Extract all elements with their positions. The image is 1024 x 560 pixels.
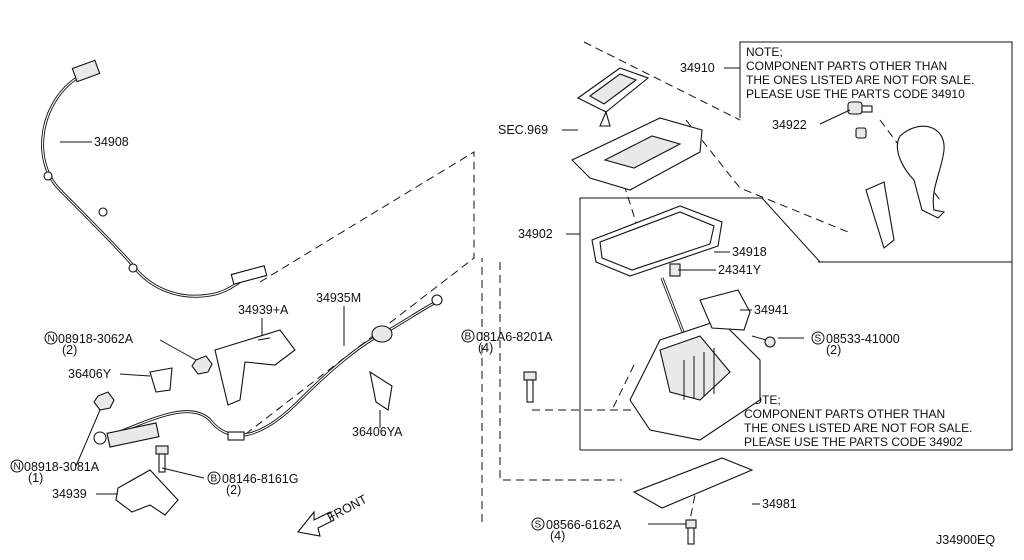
shifter-assembly-34902 (629, 277, 761, 441)
label-08146-8161g: 08146-8161G (222, 472, 298, 486)
marker-n-2: N (14, 462, 21, 473)
bolt-08146-8161g (155, 445, 169, 473)
marker-s-2: S (535, 520, 542, 531)
label-34939: 34939 (52, 487, 87, 501)
diagram-code: J34900EQ (936, 533, 995, 547)
label-34918: 34918 (732, 245, 767, 259)
leader-lines (60, 67, 851, 525)
front-arrow: FRONT (296, 492, 370, 537)
note-bottom-line-2: COMPONENT PARTS OTHER THAN (744, 407, 945, 421)
marker-s: S (815, 334, 822, 345)
qty-08566-6162a: (4) (550, 529, 565, 543)
callout-08566-6162a: S 08566-6162A (4) (531, 517, 622, 543)
marker-n: N (48, 334, 55, 345)
qty-08918-3081a: (1) (28, 471, 43, 485)
knob-34922 (847, 101, 873, 139)
nut-08918-3081a (93, 391, 115, 411)
callout-08533-41000: S 08533-41000 (2) (811, 331, 900, 357)
bolt-081a6-8201a (523, 371, 537, 403)
qty-08533-41000: (2) (826, 343, 841, 357)
label-34922: 34922 (772, 118, 807, 132)
marker-b: B (465, 332, 472, 343)
console-finisher-sec969 (571, 117, 703, 191)
label-34941: 34941 (754, 303, 789, 317)
label-34908: 34908 (94, 135, 129, 149)
callout-08146-8161g: B 08146-8161G (2) (207, 471, 298, 497)
note-bottom-line-4: PLEASE USE THE PARTS CODE 34902 (744, 435, 963, 449)
label-08918-3062a: 08918-3062A (58, 332, 134, 346)
note-top-line-2: COMPONENT PARTS OTHER THAN (746, 59, 947, 73)
label-34902: 34902 (518, 227, 553, 241)
callout-081a6-8201a: B 081A6-8201A (4) (461, 329, 553, 355)
clip-36406ya (369, 370, 393, 411)
knob-cover-sec969 (576, 67, 650, 127)
label-36406ya: 36406YA (352, 425, 403, 439)
note-box-top: NOTE; COMPONENT PARTS OTHER THAN THE ONE… (739, 41, 1013, 263)
label-sec969: SEC.969 (498, 123, 548, 137)
label-08566-6162a: 08566-6162A (546, 518, 622, 532)
bracket-34939 (115, 469, 179, 516)
qty-08918-3062a: (2) (62, 343, 77, 357)
cable-34935m (93, 294, 443, 448)
cover-34981 (632, 457, 754, 509)
note-box-bottom: NOTE; COMPONENT PARTS OTHER THAN THE ONE… (579, 197, 1013, 451)
front-label: FRONT (325, 492, 370, 525)
cable-34908 (41, 59, 268, 298)
label-08918-3081a: 08918-3081A (24, 460, 100, 474)
label-34981: 34981 (762, 497, 797, 511)
label-34910: 34910 (680, 61, 715, 75)
note-top-line-1: NOTE; (746, 45, 783, 59)
screw-08566-6162a (685, 519, 697, 545)
callout-08918-3062a: N 08918-3062A (2) (44, 331, 134, 357)
label-36406y: 36406Y (68, 367, 112, 381)
note-top-line-4: PLEASE USE THE PARTS CODE 34910 (746, 87, 965, 101)
label-34935m: 34935M (316, 291, 361, 305)
qty-08146-8161g: (2) (226, 483, 241, 497)
qty-081a6-8201a: (4) (478, 341, 493, 355)
bracket-34939a (214, 329, 296, 406)
label-24341y: 24341Y (718, 263, 762, 277)
callout-08918-3081a: N 08918-3081A (1) (10, 459, 100, 485)
clip-36406y (149, 367, 173, 393)
label-08533-41000: 08533-41000 (826, 332, 900, 346)
nut-08918-3062a (191, 355, 213, 375)
note-bottom-line-3: THE ONES LISTED ARE NOT FOR SALE. (744, 421, 973, 435)
shift-knob-34910 (865, 125, 946, 249)
label-34939a: 34939+A (238, 303, 289, 317)
note-top-line-3: THE ONES LISTED ARE NOT FOR SALE. (746, 73, 975, 87)
label-081a6-8201a: 081A6-8201A (476, 330, 553, 344)
boot-34918 (591, 205, 723, 277)
marker-b-2: B (211, 474, 218, 485)
bolt-08533-41000 (751, 335, 776, 348)
